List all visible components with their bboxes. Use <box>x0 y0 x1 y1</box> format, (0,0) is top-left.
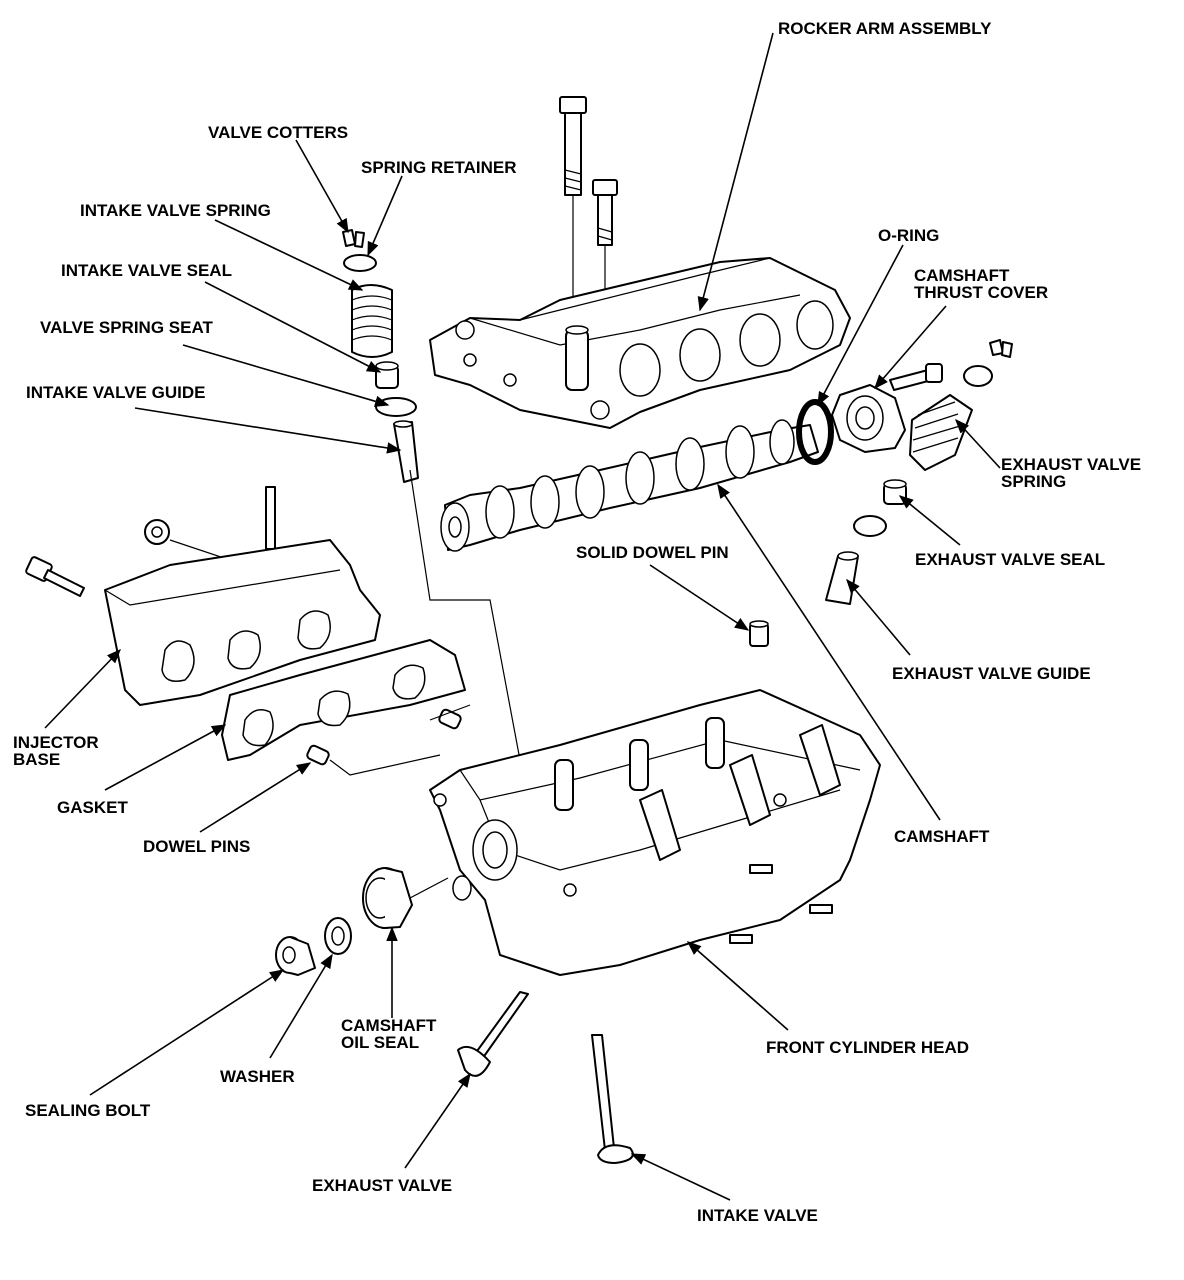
exhaust-valve-spring <box>909 394 973 471</box>
intake-valve-spring <box>351 284 393 358</box>
rocker-bolt-short <box>592 179 618 246</box>
spring-retainer <box>343 254 377 272</box>
injector-base <box>104 539 381 706</box>
exhaust-spring-retainer <box>963 365 993 387</box>
camshaft-thrust-cover <box>831 384 906 453</box>
label-exhaust-valve: EXHAUST VALVE <box>312 1176 452 1195</box>
gasket <box>221 639 466 761</box>
dowel-pin-2 <box>306 744 330 766</box>
rocker-bolt-long <box>559 96 587 196</box>
label-o-ring: O-RING <box>878 226 939 245</box>
dowel-pin-1 <box>438 708 462 730</box>
label-exhaust-valve-seal: EXHAUST VALVE SEAL <box>915 550 1105 569</box>
intake-valve <box>591 1034 634 1164</box>
label-intake-valve-seal: INTAKE VALVE SEAL <box>61 261 232 280</box>
label-rocker-arm-assembly: ROCKER ARM ASSEMBLY <box>778 19 992 38</box>
exhaust-valve-guide <box>825 551 859 605</box>
injector-base-nut <box>144 519 170 545</box>
intake-valve-seal <box>375 361 399 389</box>
label-spring-retainer: SPRING RETAINER <box>361 158 517 177</box>
exhaust-valve-cotters <box>989 339 1013 358</box>
camshaft <box>440 419 819 552</box>
exhaust-valve <box>457 991 529 1077</box>
rocker-arm-assembly <box>429 257 851 429</box>
label-exhaust-valve-spring-2: SPRING <box>1001 472 1066 491</box>
label-camshaft-oil-seal-1: CAMSHAFT <box>341 1016 437 1035</box>
o-ring <box>796 399 834 465</box>
label-front-cylinder-head: FRONT CYLINDER HEAD <box>766 1038 969 1057</box>
label-exhaust-valve-guide: EXHAUST VALVE GUIDE <box>892 664 1091 683</box>
label-solid-dowel-pin: SOLID DOWEL PIN <box>576 543 729 562</box>
solid-dowel-pin <box>749 620 769 647</box>
sealing-bolt <box>275 936 316 976</box>
exhaust-valve-seal <box>883 479 907 505</box>
label-washer: WASHER <box>220 1067 295 1086</box>
label-intake-valve-guide: INTAKE VALVE GUIDE <box>26 383 205 402</box>
washer <box>324 917 352 955</box>
intake-valve-guide <box>393 420 419 483</box>
valve-spring-seat <box>375 397 417 417</box>
label-camshaft-oil-seal-2: OIL SEAL <box>341 1033 419 1052</box>
label-exhaust-valve-spring-1: EXHAUST VALVE <box>1001 455 1141 474</box>
label-camshaft-thrust-cover-2: THRUST COVER <box>914 283 1048 302</box>
thrust-cover-bolt <box>889 363 943 391</box>
camshaft-oil-seal <box>362 867 413 929</box>
front-cylinder-head <box>429 689 881 976</box>
label-valve-cotters: VALVE COTTERS <box>208 123 348 142</box>
label-camshaft-thrust-cover-1: CAMSHAFT <box>914 266 1010 285</box>
label-intake-valve: INTAKE VALVE <box>697 1206 818 1225</box>
label-sealing-bolt: SEALING BOLT <box>25 1101 151 1120</box>
label-camshaft: CAMSHAFT <box>894 827 990 846</box>
valve-cotters <box>342 229 365 248</box>
label-gasket: GASKET <box>57 798 128 817</box>
exhaust-valve-spring-seat <box>853 515 887 537</box>
label-injector-base-2: BASE <box>13 750 60 769</box>
label-injector-base-1: INJECTOR <box>13 733 99 752</box>
label-intake-valve-spring: INTAKE VALVE SPRING <box>80 201 271 220</box>
injector-base-bolt <box>25 556 85 597</box>
label-dowel-pins: DOWEL PINS <box>143 837 250 856</box>
label-valve-spring-seat: VALVE SPRING SEAT <box>40 318 213 337</box>
injector-base-stud <box>265 486 276 550</box>
